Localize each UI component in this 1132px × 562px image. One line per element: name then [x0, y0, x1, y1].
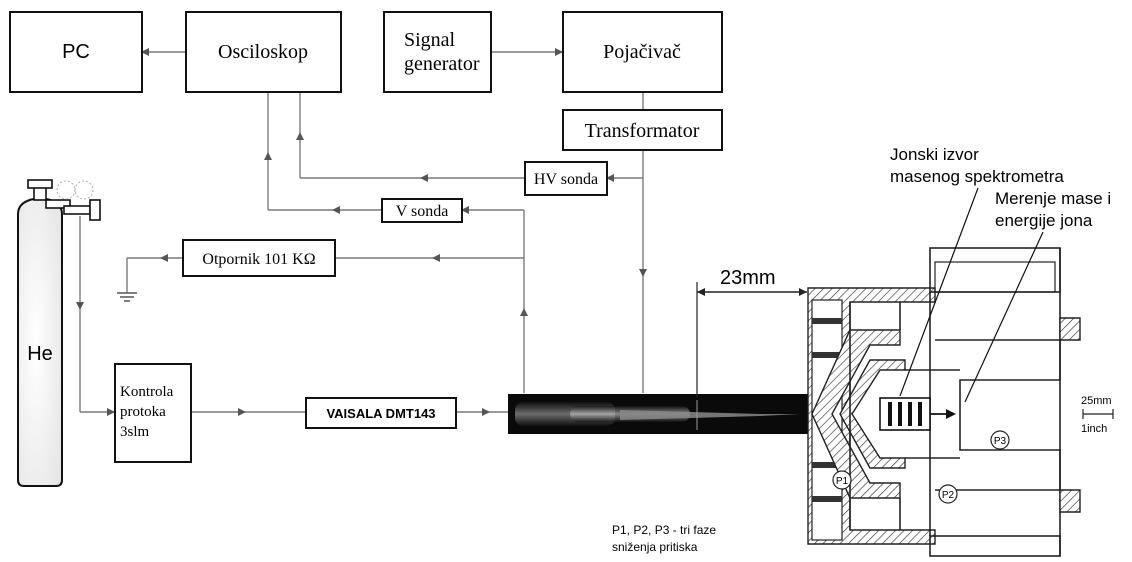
ground-icon [117, 293, 137, 301]
pc-box: PC [10, 12, 142, 92]
svg-text:P1, P2, P3 - tri faze: P1, P2, P3 - tri faze [612, 523, 716, 537]
plasma-jet-tube [508, 394, 808, 434]
svg-text:Otpornik 101 KΩ: Otpornik 101 KΩ [202, 251, 315, 268]
svg-text:Kontrola: Kontrola [120, 384, 174, 400]
otpornik-box: Otpornik 101 KΩ [183, 240, 335, 276]
svg-text:25mm: 25mm [1081, 395, 1112, 407]
svg-text:masenog spektrometra: masenog spektrometra [890, 167, 1064, 186]
svg-text:energije jona: energije jona [995, 211, 1093, 230]
hv-sonda-box: HV sonda [525, 162, 607, 195]
scale-bar: 25mm 1inch [1081, 395, 1113, 435]
svg-text:Osciloskop: Osciloskop [218, 41, 308, 63]
svg-text:protoka: protoka [120, 404, 166, 420]
ion-source-annotation: Jonski izvor masenog spektrometra [890, 145, 1064, 396]
svg-text:HV sonda: HV sonda [534, 171, 598, 188]
svg-text:Pojačivač: Pojačivač [603, 41, 681, 63]
svg-text:3slm: 3slm [120, 424, 150, 440]
pojacivac-box: Pojačivač [563, 12, 722, 92]
osciloskop-box: Osciloskop [186, 12, 341, 92]
ion-optics [880, 398, 930, 430]
kontrola-protoka-box: Kontrola protoka 3slm [115, 364, 191, 462]
signal-generator-box: Signal generator [384, 12, 491, 92]
svg-text:P3: P3 [994, 436, 1007, 447]
svg-text:PC: PC [62, 41, 90, 63]
svg-text:P2: P2 [942, 490, 955, 501]
svg-text:Signal: Signal [404, 29, 456, 51]
transformator-box: Transformator [563, 110, 722, 150]
mass-spectrometer: P1 P2 P3 [808, 248, 1080, 556]
svg-text:Transformator: Transformator [585, 120, 700, 142]
cylinder-label: He [27, 343, 53, 365]
measurement-annotation: Merenje mase i energije jona [965, 189, 1111, 402]
svg-text:Jonski izvor: Jonski izvor [890, 145, 979, 164]
svg-text:sniženja pritiska: sniženja pritiska [612, 540, 698, 554]
svg-text:V sonda: V sonda [396, 203, 449, 220]
svg-text:Merenje mase i: Merenje mase i [995, 189, 1111, 208]
chamber-p1-marker: P1 [833, 471, 851, 489]
svg-text:1inch: 1inch [1081, 423, 1107, 435]
pressure-phases-annotation: P1, P2, P3 - tri faze sniženja pritiska [612, 523, 716, 554]
svg-text:VAISALA DMT143: VAISALA DMT143 [326, 406, 435, 421]
wires [76, 48, 647, 416]
svg-text:generator: generator [404, 53, 480, 75]
svg-text:P1: P1 [836, 476, 849, 487]
v-sonda-box: V sonda [382, 199, 462, 222]
svg-text:23mm: 23mm [720, 267, 776, 289]
vaisala-box: VAISALA DMT143 [306, 398, 456, 428]
distance-dimension: 23mm [697, 267, 807, 398]
helium-cylinder: He [18, 180, 100, 486]
chamber-p2-marker: P2 [939, 485, 957, 503]
chamber-p3-marker: P3 [991, 431, 1009, 449]
